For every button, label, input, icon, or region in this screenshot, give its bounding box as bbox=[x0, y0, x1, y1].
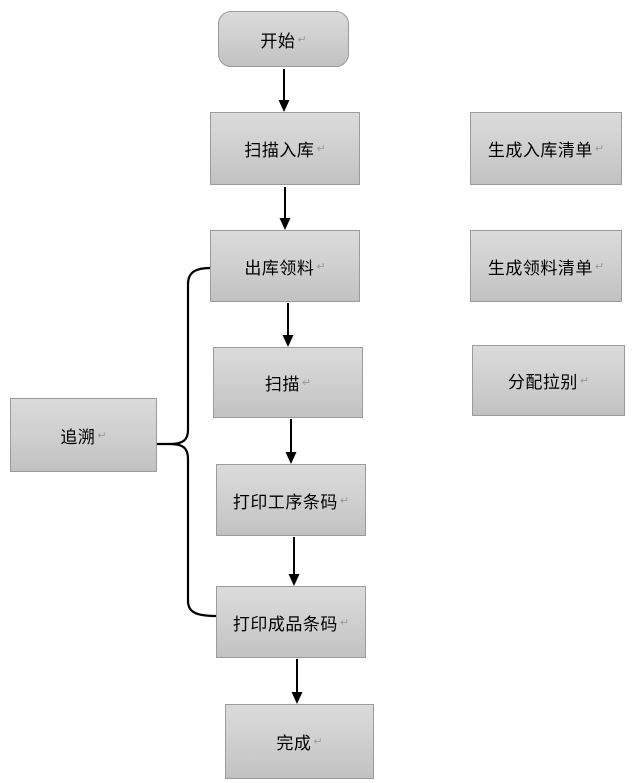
node-assign-line: 分配拉别↵ bbox=[472, 345, 625, 416]
paragraph-mark: ↵ bbox=[97, 429, 107, 442]
node-gen-picking-list: 生成领料清单↵ bbox=[470, 230, 622, 302]
node-scan-in-label: 扫描入库 bbox=[244, 141, 315, 160]
node-print-product: 打印成品条码↵ bbox=[216, 586, 366, 658]
node-scan: 扫描↵ bbox=[213, 347, 363, 418]
node-print-process: 打印工序条码↵ bbox=[216, 464, 366, 536]
paragraph-mark: ↵ bbox=[297, 33, 307, 46]
node-start-label: 开始 bbox=[260, 31, 296, 51]
paragraph-mark: ↵ bbox=[579, 375, 590, 387]
node-scan-label: 扫描 bbox=[264, 375, 300, 394]
node-gen-inbound-list: 生成入库清单↵ bbox=[470, 112, 622, 185]
node-issue-material-label: 出库领料 bbox=[244, 258, 315, 278]
node-trace: 追溯↵ bbox=[10, 398, 157, 472]
paragraph-mark: ↵ bbox=[594, 143, 605, 155]
arrow-print-process-to-print-product bbox=[288, 537, 300, 586]
node-print-process-label: 打印工序条码 bbox=[232, 492, 338, 512]
node-gen-inbound-list-label: 生成入库清单 bbox=[487, 141, 593, 160]
paragraph-mark: ↵ bbox=[316, 143, 326, 155]
node-issue-material: 出库领料↵ bbox=[210, 230, 360, 302]
paragraph-mark: ↵ bbox=[339, 616, 350, 629]
paragraph-mark: ↵ bbox=[339, 494, 350, 507]
paragraph-mark: ↵ bbox=[301, 377, 312, 389]
arrow-scan-to-print-process bbox=[285, 419, 297, 464]
paragraph-mark: ↵ bbox=[594, 260, 605, 273]
node-print-product-label: 打印成品条码 bbox=[232, 614, 338, 634]
node-assign-line-label: 分配拉别 bbox=[507, 373, 578, 392]
node-start: 开始↵ bbox=[218, 11, 349, 67]
node-finish: 完成↵ bbox=[225, 704, 374, 779]
node-finish-label: 完成 bbox=[276, 734, 312, 753]
paragraph-mark: ↵ bbox=[313, 736, 323, 748]
arrow-issue-to-scan bbox=[282, 303, 294, 347]
arrow-start-to-scan-in bbox=[278, 69, 290, 112]
arrow-scan-in-to-issue bbox=[279, 187, 291, 230]
paragraph-mark: ↵ bbox=[316, 260, 326, 273]
node-scan-in: 扫描入库↵ bbox=[210, 112, 360, 185]
node-gen-picking-list-label: 生成领料清单 bbox=[487, 258, 593, 278]
arrow-print-product-to-finish bbox=[291, 659, 303, 704]
node-trace-label: 追溯 bbox=[60, 427, 96, 447]
trace-brace bbox=[169, 266, 218, 618]
